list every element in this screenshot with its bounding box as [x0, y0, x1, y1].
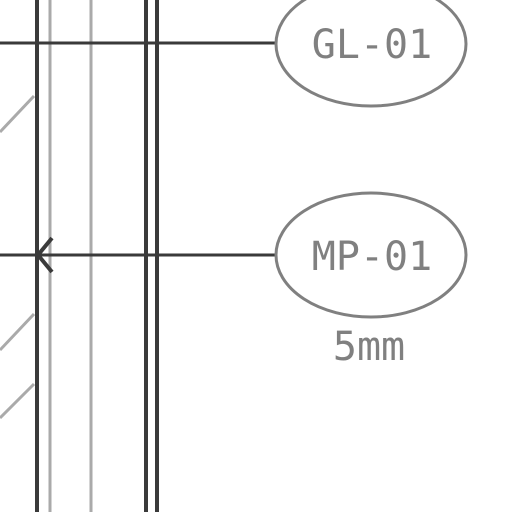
tag-bubble	[274, 0, 468, 108]
tag-note: 5mm	[333, 324, 405, 370]
wall-hatch	[0, 94, 36, 420]
tag-mp-01: MP-01 5mm	[274, 191, 468, 370]
tag-label: GL-01	[312, 22, 432, 68]
tag-gl-01: GL-01	[274, 0, 468, 108]
tag-label: MP-01	[312, 234, 432, 280]
leader-lines	[0, 41, 276, 274]
hatch-line	[0, 94, 36, 134]
tag-bubble	[274, 191, 468, 319]
hatch-line	[0, 382, 36, 420]
hatch-line	[0, 312, 36, 352]
leader-arrow-icon	[35, 236, 54, 274]
